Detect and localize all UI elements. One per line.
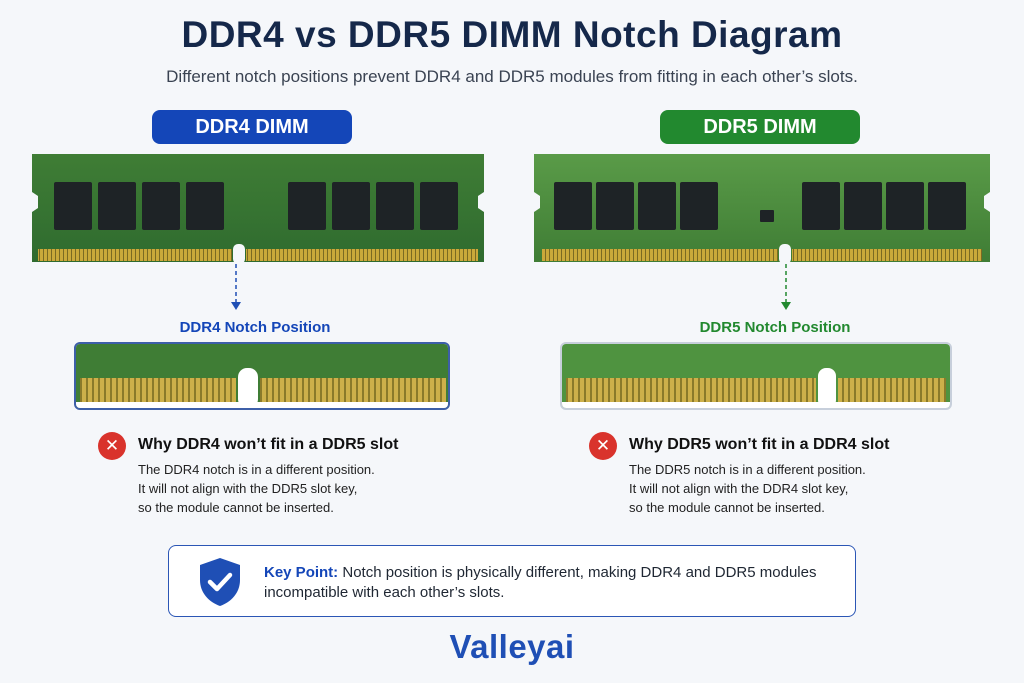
ddr4-fit-line: It will not align with the DDR5 slot key… xyxy=(138,481,358,496)
ddr5-fit-explanation: The DDR5 notch is in a different positio… xyxy=(629,460,909,517)
key-point-body: Notch position is physically different, … xyxy=(264,564,817,601)
ddr5-badge: DDR5 DIMM xyxy=(660,110,860,144)
ddr4-badge: DDR4 DIMM xyxy=(152,110,352,144)
key-point-label: Key Point: xyxy=(264,564,339,581)
ddr5-fit-line: It will not align with the DDR4 slot key… xyxy=(629,481,849,496)
ddr4-notch-pointer xyxy=(231,264,241,310)
error-x-icon: ✕ xyxy=(589,432,617,460)
ddr5-fit-heading: Why DDR5 won’t fit in a DDR4 slot xyxy=(629,436,890,453)
key-point-text: Key Point: Notch position is physically … xyxy=(264,563,824,603)
ddr4-notch-closeup xyxy=(74,342,450,410)
ddr4-fit-explanation: The DDR4 notch is in a different positio… xyxy=(138,460,418,517)
ddr5-fit-line: The DDR5 notch is in a different positio… xyxy=(629,462,866,477)
ddr5-module-image xyxy=(534,154,990,264)
ddr5-notch-closeup-image xyxy=(562,344,950,408)
ddr4-notch-closeup-image xyxy=(76,344,448,408)
page-subtitle: Different notch positions prevent DDR4 a… xyxy=(166,67,858,86)
brand-logo: Valleyai xyxy=(449,628,575,665)
ddr4-module-image xyxy=(32,154,484,264)
key-point-box xyxy=(168,545,856,617)
shield-check-icon xyxy=(200,558,240,606)
ddr5-notch-pointer xyxy=(781,264,791,310)
page-title: DDR4 vs DDR5 DIMM Notch Diagram xyxy=(181,14,843,55)
ddr4-fit-line: so the module cannot be inserted. xyxy=(138,500,334,515)
ddr4-fit-line: The DDR4 notch is in a different positio… xyxy=(138,462,375,477)
ddr4-fit-heading: Why DDR4 won’t fit in a DDR5 slot xyxy=(138,436,399,453)
ddr5-notch-closeup xyxy=(560,342,952,410)
ddr4-notch-label: DDR4 Notch Position xyxy=(179,319,331,336)
ddr5-notch-label: DDR5 Notch Position xyxy=(699,319,851,336)
error-x-icon: ✕ xyxy=(98,432,126,460)
ddr5-fit-line: so the module cannot be inserted. xyxy=(629,500,825,515)
